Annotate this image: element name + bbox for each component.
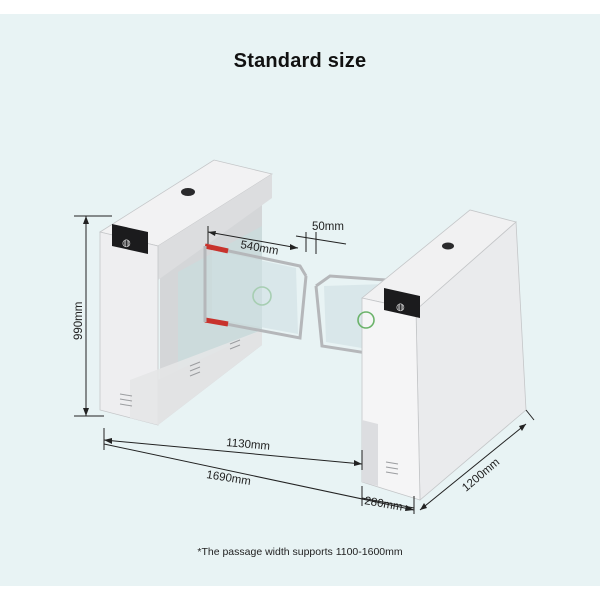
- left-vent-icon: [119, 393, 133, 407]
- left-arm-lower-red: [204, 317, 229, 327]
- right-vent-icon: [385, 461, 399, 475]
- left-arm-upper-red: [204, 243, 229, 254]
- right-cabinet: ◍: [357, 209, 527, 501]
- contactless-card-icon-right: ◍: [396, 302, 405, 313]
- right-top-hole: [442, 242, 454, 250]
- left-top-hole: [181, 188, 195, 196]
- contactless-card-icon: ◍: [122, 238, 131, 249]
- left-arm-upper: [204, 244, 308, 277]
- passage-ok-icon-right: [357, 311, 375, 329]
- right-cabinet-front-lower: [362, 420, 378, 486]
- left-arm-lower: [204, 275, 308, 340]
- dim-arm-gap-label: 50mm: [312, 221, 344, 233]
- page-title: Standard size: [233, 50, 367, 72]
- dimension-arrows: [83, 216, 526, 511]
- footnote: *The passage width supports 1100-1600mm: [197, 546, 403, 558]
- left-reader-panel: [112, 224, 148, 254]
- left-cabinet-lower-panel: [130, 330, 262, 425]
- dim-height-label: 990mm: [73, 302, 85, 340]
- right-reader-panel: [384, 288, 420, 318]
- left-cabinet-top-side: [158, 174, 272, 280]
- left-arm-glass: [212, 250, 298, 334]
- dimension-lines: [74, 215, 535, 514]
- dim-passage-width-label: 1130mm: [226, 437, 271, 453]
- left-vent-inner-icon: [189, 339, 241, 377]
- right-arm-upper: [315, 274, 387, 288]
